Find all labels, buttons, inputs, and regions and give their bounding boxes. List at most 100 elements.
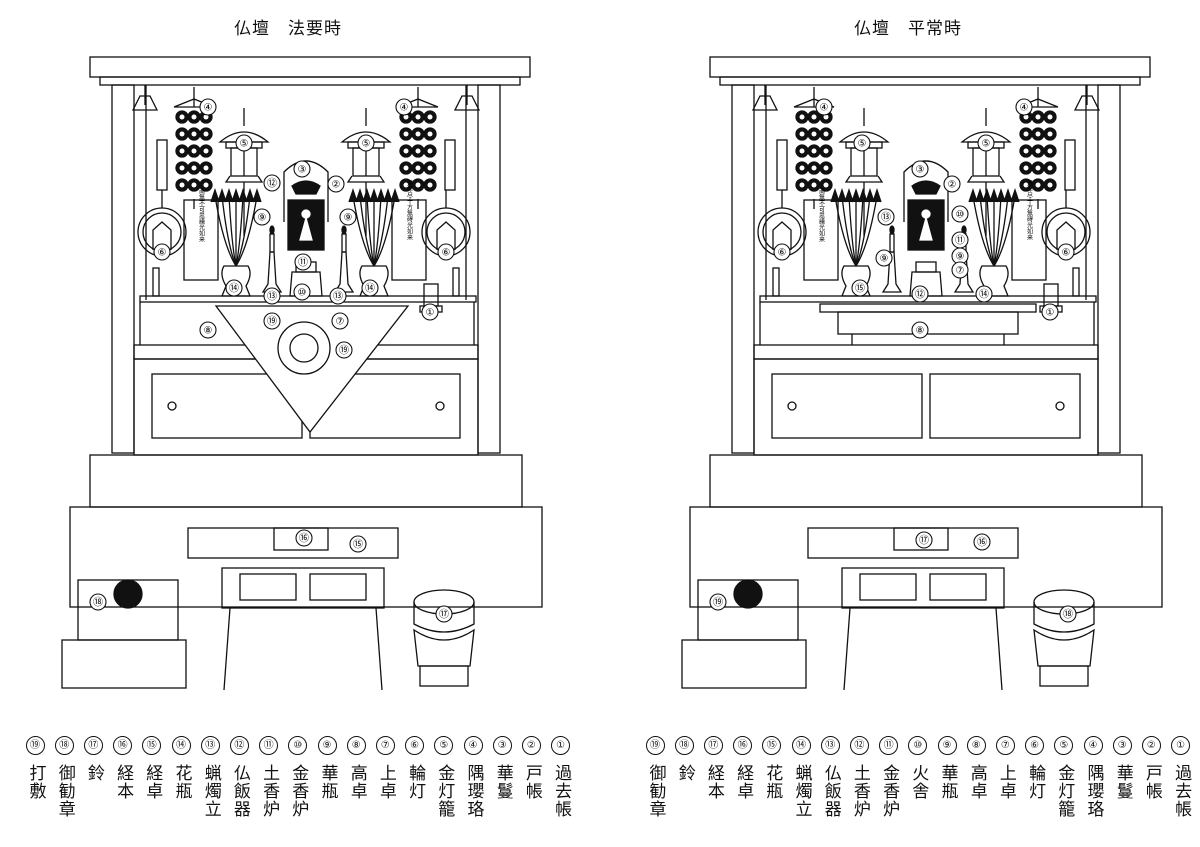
legend-number: ⑦ [995,736,1015,755]
flower-stem [352,195,375,267]
yoraku-bead-hole [811,182,817,188]
yoraku-bead-hole [191,148,197,154]
plinth-upper [709,454,1143,508]
legend-label: 華瓶 [317,764,338,800]
yoraku-bead-hole [823,131,829,137]
lantern-base [224,175,264,183]
yoraku-bead-hole [811,131,817,137]
yoraku-bead-hole [811,165,817,171]
yoraku-bead-hole [1035,148,1041,154]
yoraku-bead-hole [191,114,197,120]
side-hanging [1064,139,1076,191]
sutra-desk-top [187,527,399,559]
lantern-roof [340,131,392,143]
callout-number: ⑱ [93,597,103,609]
flower-leaf [1003,187,1013,203]
legend-label: 高卓 [346,764,367,800]
legend-label: 火舎 [908,764,929,800]
callout-ring [331,312,349,330]
callout-number: ⑥ [1062,248,1071,259]
callout-number: ① [426,308,435,319]
callout-number: ⑮ [353,539,363,551]
flower-leaf [376,187,386,203]
callout-ring [327,175,345,193]
yoraku-bead-hole [1035,182,1041,188]
legend-number: ⑩ [288,736,308,755]
beam-lower [99,76,521,86]
yoraku-bead-hole [823,165,829,171]
flower-leaf [844,187,854,203]
callout-ring [437,243,455,261]
legend-number: ④ [463,736,483,755]
legend-label: 御勧章 [645,764,666,818]
callout-number: ⑨ [956,252,965,263]
callout-ring [225,279,243,297]
keman-ornament [911,180,941,195]
buddha-figure [919,215,933,241]
flower-stem [373,195,389,267]
callout-number: ⑦ [956,266,965,277]
yoraku-bead-hole [415,165,421,171]
callout-ring [329,287,347,305]
callout-ring [951,261,969,279]
callout-ring [709,593,727,611]
lantern-base [346,175,386,183]
yoraku-bead-hole [179,148,185,154]
yoraku-bead-hole [191,182,197,188]
flower-stem [855,195,864,267]
keman-ornament [291,180,321,195]
callout-ring [1059,605,1077,623]
side-hanging [444,139,456,191]
legend-number: ① [1171,736,1191,755]
flower-stem [366,195,375,267]
uchishiki-cloth [214,305,410,434]
flower-stem [359,195,375,267]
drawer-knob [167,401,177,411]
yoraku-bead-hole [823,148,829,154]
pillar-right [477,84,501,454]
top-beam [89,56,531,78]
flower-leaf [989,187,999,203]
flower-leaf [252,187,262,203]
desk-leg [995,607,1003,691]
legend-label: 金香炉 [879,764,900,818]
yoraku-bead-hole [179,114,185,120]
flower-leaf [830,187,840,203]
pillar-left [731,84,755,454]
yoraku-bead-hole [427,182,433,188]
corner-lamp [1073,85,1101,111]
yoraku-bead-hole [1047,165,1053,171]
legend-number: ⑮ [142,736,162,755]
flower-stem [373,195,396,267]
callout-number: ② [332,180,341,191]
side-hanging [776,139,788,191]
legend-label: 金灯籠 [434,764,455,818]
yoraku-bead-hole [415,114,421,120]
yoraku-bead-hole [1023,131,1029,137]
koushoku-table [837,311,1019,335]
callout-ring [199,321,217,339]
gokansho-stand [681,639,807,689]
legend-number: ③ [1112,736,1132,755]
callout-ring [877,208,895,226]
desk-leg [223,607,231,691]
flower-leaf [968,187,978,203]
flower-leaf [383,187,393,203]
flower-leaf [1010,187,1020,203]
yoraku-bead-hole [1035,131,1041,137]
side-hanging [156,139,168,191]
legend-label: 仏飯器 [820,764,841,818]
